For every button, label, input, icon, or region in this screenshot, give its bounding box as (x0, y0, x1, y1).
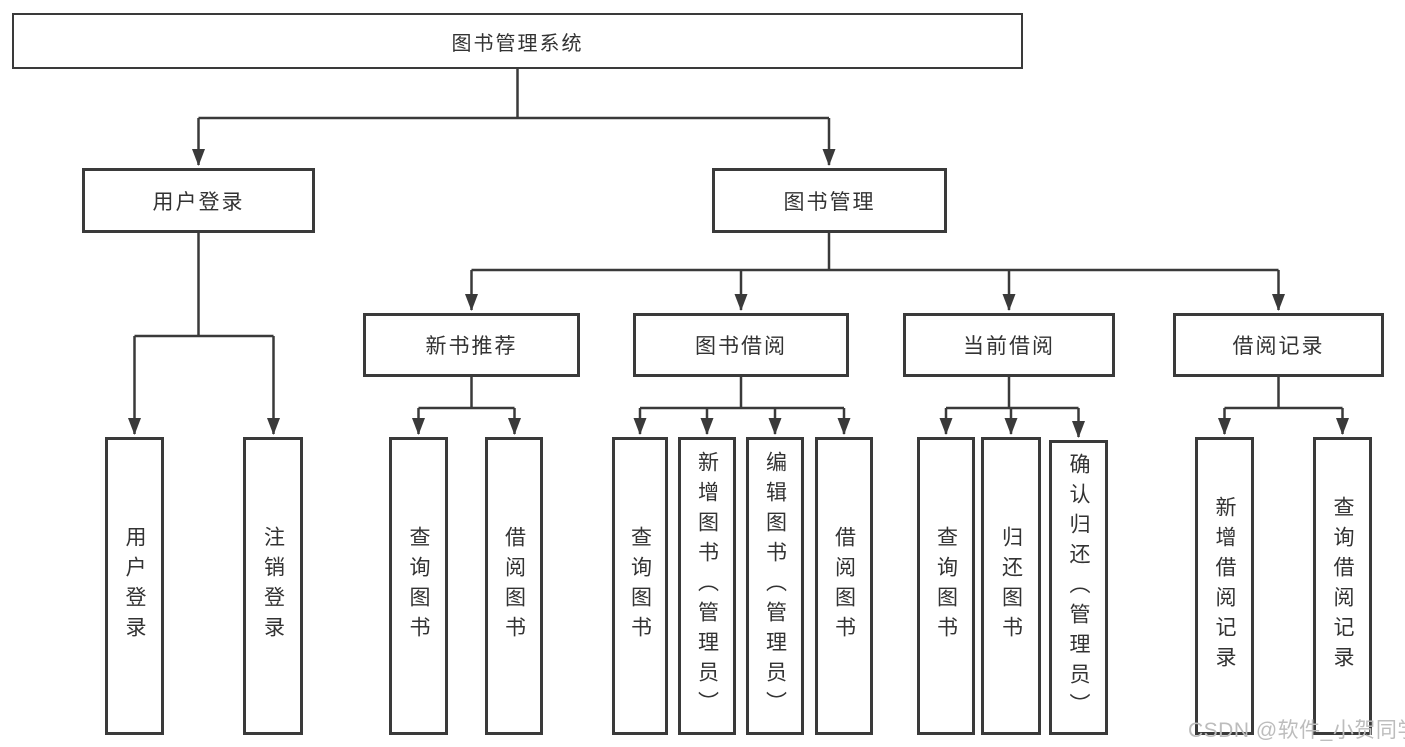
node-label: 用户登录 (123, 526, 146, 646)
node-label: 借阅记录 (1232, 335, 1325, 358)
leaf-br-query-borrow-record: 查询借阅记录 (1313, 437, 1372, 735)
node-current-borrowing: 当前借阅 (903, 313, 1115, 377)
node-library-management-system: 图书管理系统 (12, 13, 1023, 69)
leaf-bb-query-books: 查询图书 (612, 437, 668, 735)
node-label: 查询图书 (934, 526, 958, 646)
node-new-book-recommendation: 新书推荐 (363, 313, 580, 377)
watermark: CSDN @软件_小贺同学 (1188, 719, 1405, 742)
connector-root-split (198, 69, 829, 120)
leaf-bb-edit-books-admin: 编辑图书（管理员） (746, 437, 804, 735)
node-label: 归还图书 (999, 526, 1023, 646)
node-label: 图书借阅 (695, 335, 787, 358)
node-book-management: 图书管理 (712, 168, 947, 233)
node-label: 借阅图书 (502, 526, 526, 646)
node-label: 图书管理系统 (451, 32, 584, 55)
leaf-cb-confirm-return-admin: 确认归还（管理员） (1049, 440, 1108, 735)
node-label: 查询借阅记录 (1331, 496, 1354, 676)
node-label: 注销登录 (261, 526, 285, 646)
node-label: 确认归还（管理员） (1067, 452, 1090, 723)
node-book-borrowing: 图书借阅 (633, 313, 849, 377)
node-label: 查询图书 (407, 526, 430, 646)
node-user-login: 用户登录 (82, 168, 315, 233)
leaf-user-login: 用户登录 (105, 437, 164, 735)
leaf-bb-add-books-admin: 新增图书（管理员） (678, 437, 736, 735)
node-label: 编辑图书（管理员） (763, 451, 787, 721)
node-label: 查询图书 (628, 526, 652, 646)
node-borrowing-records: 借阅记录 (1173, 313, 1384, 377)
leaf-cb-return-books: 归还图书 (981, 437, 1041, 735)
connector-book-management-split (471, 233, 1279, 272)
leaf-br-add-borrow-record: 新增借阅记录 (1195, 437, 1254, 735)
connector-nbr-split (418, 377, 515, 410)
node-label: 新书推荐 (425, 335, 518, 358)
connector-bb-split (640, 377, 844, 410)
node-label: 用户登录 (152, 190, 245, 214)
connector-cb-split (946, 377, 1079, 410)
node-label: 借阅图书 (832, 526, 856, 646)
connector-br-split (1224, 377, 1343, 410)
leaf-cb-query-books: 查询图书 (917, 437, 975, 735)
connector-user-login-split (134, 233, 274, 338)
leaf-bb-borrow-books: 借阅图书 (815, 437, 873, 735)
node-label: 新增借阅记录 (1213, 496, 1236, 676)
node-label: 当前借阅 (963, 335, 1055, 358)
leaf-nbr-borrow-books: 借阅图书 (485, 437, 543, 735)
node-label: 新增图书（管理员） (695, 451, 719, 721)
leaf-logout-login: 注销登录 (243, 437, 303, 735)
node-label: 图书管理 (783, 190, 876, 214)
leaf-nbr-query-books: 查询图书 (389, 437, 448, 735)
